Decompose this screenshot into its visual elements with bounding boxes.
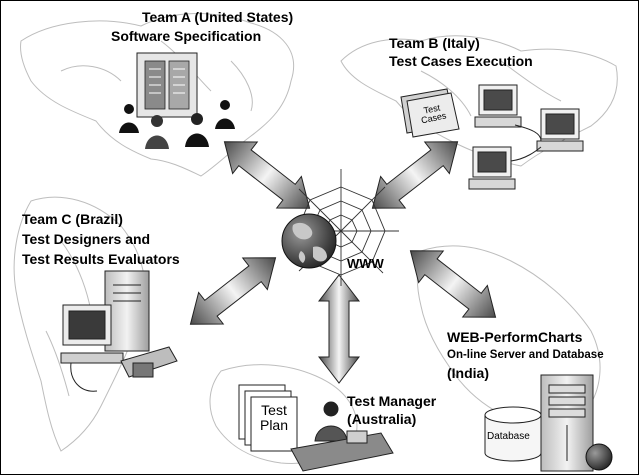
south-america-outline	[13, 196, 146, 452]
test-plan-document	[238, 384, 298, 452]
team-c-label-line2: Test Designers and	[22, 231, 151, 247]
server-label-line1: WEB-PerformCharts	[447, 329, 583, 345]
team-b-label-line1: Team B (Italy)	[389, 35, 480, 51]
arrow-team-c	[177, 241, 289, 341]
server-label-line3: (India)	[447, 365, 489, 381]
test-plan-line2: Plan	[259, 417, 289, 434]
test-plan-line1: Test	[261, 402, 287, 418]
test-plan-text: Test Plan	[251, 402, 297, 434]
database-cylinder	[484, 406, 542, 462]
team-c-workstation	[60, 270, 178, 392]
team-b-label-line2: Test Cases Execution	[389, 53, 533, 69]
north-america-outline	[20, 13, 295, 177]
server-globe-icon	[585, 443, 613, 471]
server-label-line2: On-line Server and Database	[447, 349, 604, 361]
team-c-label-line3: Test Results Evaluators	[22, 251, 180, 267]
team-a-label-line1: Team A (United States)	[142, 9, 294, 25]
www-label: WWW	[347, 256, 384, 271]
world-map-background	[13, 13, 618, 465]
arrow-team-a	[211, 125, 323, 225]
test-manager-illustration	[290, 401, 394, 472]
manager-label-line1: Test Manager	[347, 393, 437, 409]
server-tower	[540, 374, 594, 472]
team-a-label-line2: Software Specification	[111, 28, 262, 44]
test-cases-folder	[400, 88, 460, 138]
team-meeting-illustration	[119, 52, 235, 149]
database-label: Database	[487, 431, 530, 442]
europe-detail	[420, 60, 562, 117]
arrow-team-b	[359, 125, 471, 225]
manager-label-line2: (Australia)	[347, 411, 417, 427]
south-america-detail	[45, 240, 92, 397]
arrow-server	[397, 234, 509, 334]
team-b-computers	[468, 84, 584, 190]
team-c-label-line1: Team C (Brazil)	[22, 211, 123, 227]
arrow-manager	[318, 274, 360, 384]
globe-icon	[281, 213, 337, 269]
